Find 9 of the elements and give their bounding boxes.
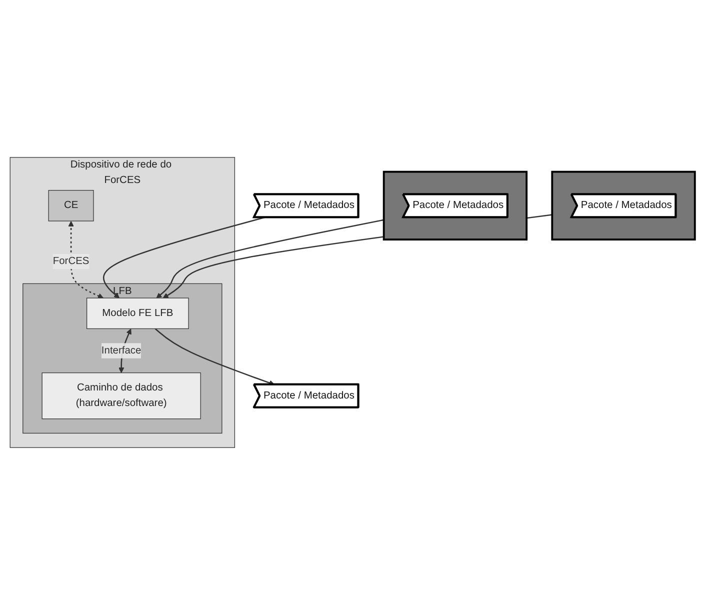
edge-label: Interface xyxy=(101,345,142,356)
node-box: CE xyxy=(48,190,94,222)
node-box: Caminho de dados (hardware/software) xyxy=(42,372,201,420)
arrow xyxy=(156,219,384,298)
cluster xyxy=(551,170,696,240)
arrow xyxy=(68,221,104,299)
edge-label: ForCES xyxy=(52,256,90,267)
cluster xyxy=(382,170,528,240)
node-box: Modelo FE LFB xyxy=(86,298,189,330)
